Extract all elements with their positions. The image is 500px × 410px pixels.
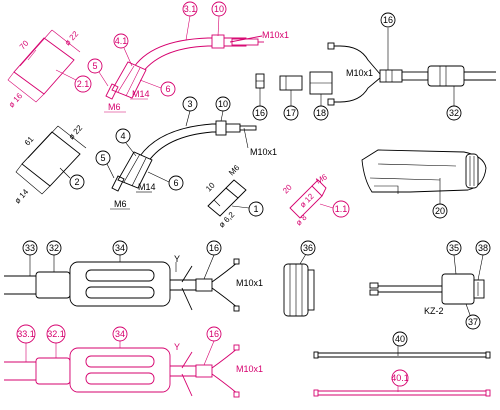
svg-text:33.1: 33.1 (17, 329, 35, 339)
svg-text:ø 22: ø 22 (67, 123, 85, 141)
svg-text:16: 16 (209, 243, 219, 253)
svg-text:5: 5 (92, 61, 97, 71)
cable-assembly-black-labels: 33 32 34 16 M10x1 (22, 240, 263, 288)
svg-text:M10x1: M10x1 (250, 147, 277, 157)
torch-handle-20: 20 (361, 149, 487, 219)
svg-text:2: 2 (74, 177, 79, 187)
svg-text:70: 70 (18, 38, 31, 51)
svg-text:6: 6 (173, 178, 178, 188)
svg-text:16: 16 (255, 108, 265, 118)
svg-text:M10x1: M10x1 (346, 68, 373, 78)
svg-text:M14: M14 (132, 89, 150, 99)
svg-text:3: 3 (187, 99, 192, 109)
svg-text:37: 37 (468, 317, 478, 327)
svg-text:17: 17 (286, 108, 296, 118)
svg-text:32: 32 (449, 108, 459, 118)
svg-text:34: 34 (115, 329, 125, 339)
cable-assembly-magenta-labels: 33.1 32.1 34 16 M10x1 (16, 324, 263, 374)
torch-neck-3 (111, 120, 257, 192)
svg-text:61: 61 (23, 134, 36, 147)
svg-text:M6: M6 (108, 102, 121, 112)
small-part-18: 18 (309, 71, 333, 121)
tip-part-1: 10 M6 ø 6,2 1 (204, 163, 264, 229)
torch-neck-3-labels: 3 10 M10x1 4 5 6 M6 M14 (95, 96, 277, 210)
svg-text:32.1: 32.1 (47, 329, 65, 339)
svg-text:M10x1: M10x1 (236, 278, 263, 288)
svg-text:2.1: 2.1 (77, 79, 90, 89)
cable-part-40: 40 (313, 331, 491, 359)
svg-text:M10x1: M10x1 (262, 30, 289, 40)
svg-text:6: 6 (165, 84, 170, 94)
cable-part-40-1: 40.1 (313, 369, 491, 397)
svg-text:ø 14: ø 14 (13, 187, 31, 205)
svg-text:1: 1 (253, 204, 258, 214)
svg-text:10: 10 (218, 99, 228, 109)
svg-text:16: 16 (383, 15, 393, 25)
svg-text:M10x1: M10x1 (236, 364, 263, 374)
svg-text:KZ-2: KZ-2 (424, 306, 444, 316)
cable-assembly-black: Y (4, 254, 240, 312)
svg-text:4.1: 4.1 (115, 36, 128, 46)
switch-part-35: 35 38 37 KZ-2 (369, 240, 491, 330)
small-part-16: 16 (252, 73, 268, 121)
tip-part-1-1: 20 M6 ø 12 ø 8 1.1 (281, 172, 350, 227)
svg-text:20: 20 (281, 182, 294, 195)
svg-text:ø 16: ø 16 (7, 91, 25, 109)
svg-text:16: 16 (209, 329, 219, 339)
svg-text:Y: Y (174, 342, 180, 352)
svg-text:10: 10 (204, 180, 217, 193)
svg-text:33: 33 (25, 243, 35, 253)
svg-text:18: 18 (316, 108, 326, 118)
svg-text:10: 10 (214, 4, 224, 14)
svg-text:5: 5 (100, 153, 105, 163)
svg-text:34: 34 (115, 243, 125, 253)
cable-assembly-magenta: Y (4, 342, 240, 398)
svg-text:40: 40 (395, 334, 405, 344)
svg-text:1.1: 1.1 (335, 204, 348, 214)
torch-neck-3-1-labels: 3.1 10 M10x1 4.1 5 6 M6 M14 (87, 1, 289, 113)
cap-part-36: 36 (283, 240, 316, 317)
insulator-2 (15, 125, 87, 195)
svg-text:ø 22: ø 22 (63, 29, 81, 47)
torch-neck-3-1 (105, 34, 264, 100)
insulator-2-1 (7, 29, 81, 103)
svg-text:M6: M6 (315, 172, 330, 186)
svg-text:40.1: 40.1 (391, 373, 409, 383)
svg-text:32: 32 (49, 243, 59, 253)
svg-text:M6: M6 (114, 199, 127, 209)
small-part-17: 17 (279, 75, 303, 121)
svg-text:4: 4 (120, 131, 125, 141)
svg-text:35: 35 (449, 243, 459, 253)
insulator-2-1-labels: 70 ø 22 ø 16 2.1 (7, 29, 92, 109)
svg-text:20: 20 (435, 206, 445, 216)
svg-text:3.1: 3.1 (184, 4, 197, 14)
svg-text:M14: M14 (138, 182, 156, 192)
svg-text:Y: Y (174, 254, 180, 264)
svg-text:36: 36 (303, 243, 313, 253)
svg-text:M6: M6 (227, 163, 242, 178)
svg-text:38: 38 (478, 243, 488, 253)
cable-adapter-top-right: 16 M10x1 32 (327, 12, 496, 121)
